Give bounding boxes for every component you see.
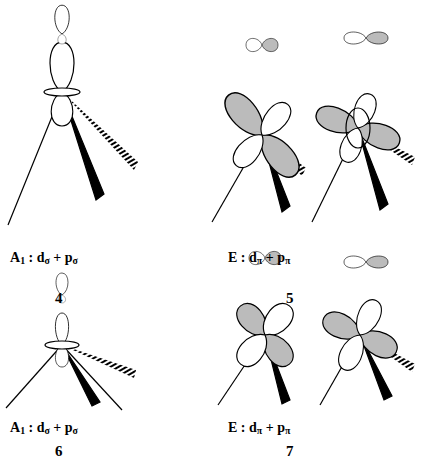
orbital-figure-5 xyxy=(212,32,415,222)
orbital-figure-7 xyxy=(218,251,415,405)
symmetry-label: A1 : dσ + pσ xyxy=(10,420,78,435)
symmetry-label: E : dπ + pπ xyxy=(228,250,290,265)
orbital-figure-6 xyxy=(6,273,136,410)
symmetry-label: A1 : dσ + pσ xyxy=(10,250,78,265)
orbital-figure-4 xyxy=(8,5,138,225)
figure-number: 7 xyxy=(286,443,294,460)
symmetry-label: E : dπ + pπ xyxy=(228,420,290,435)
figure-number: 6 xyxy=(55,443,63,460)
figure-number: 4 xyxy=(55,290,63,307)
figure-number: 5 xyxy=(286,290,294,307)
